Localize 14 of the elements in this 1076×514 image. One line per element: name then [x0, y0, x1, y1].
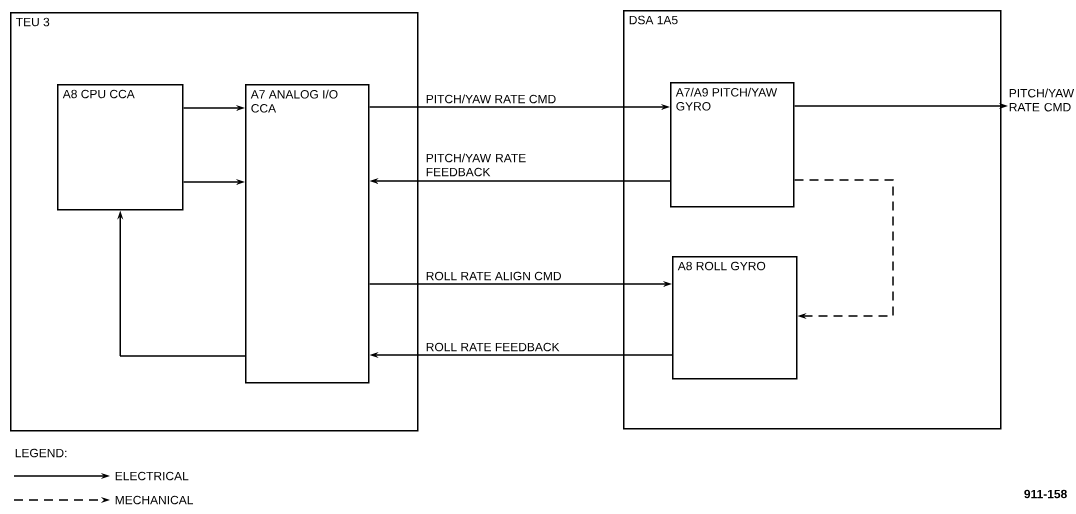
module-box: A7/A9 PITCH/YAW GYRO — [670, 82, 795, 208]
module-box: A7 ANALOG I/O CCA — [245, 84, 370, 384]
legend-label: MECHANICAL — [115, 495, 194, 505]
legend-label: ELECTRICAL — [115, 471, 189, 481]
output-label: PITCH/YAW RATE CMD — [1009, 88, 1075, 112]
edge-label: PITCH/YAW RATE FEEDBACK — [426, 153, 526, 177]
legend-heading: LEGEND: — [15, 448, 67, 458]
figure-number: 911-158 — [1024, 489, 1067, 499]
edge-label: ROLL RATE FEEDBACK — [426, 342, 560, 352]
edge-label: ROLL RATE ALIGN CMD — [426, 271, 561, 281]
module-box: A8 ROLL GYRO — [672, 256, 798, 380]
arrow — [793, 179, 894, 320]
edge-label: PITCH/YAW RATE CMD — [426, 94, 556, 104]
module-box: A8 CPU CCA — [57, 84, 184, 211]
